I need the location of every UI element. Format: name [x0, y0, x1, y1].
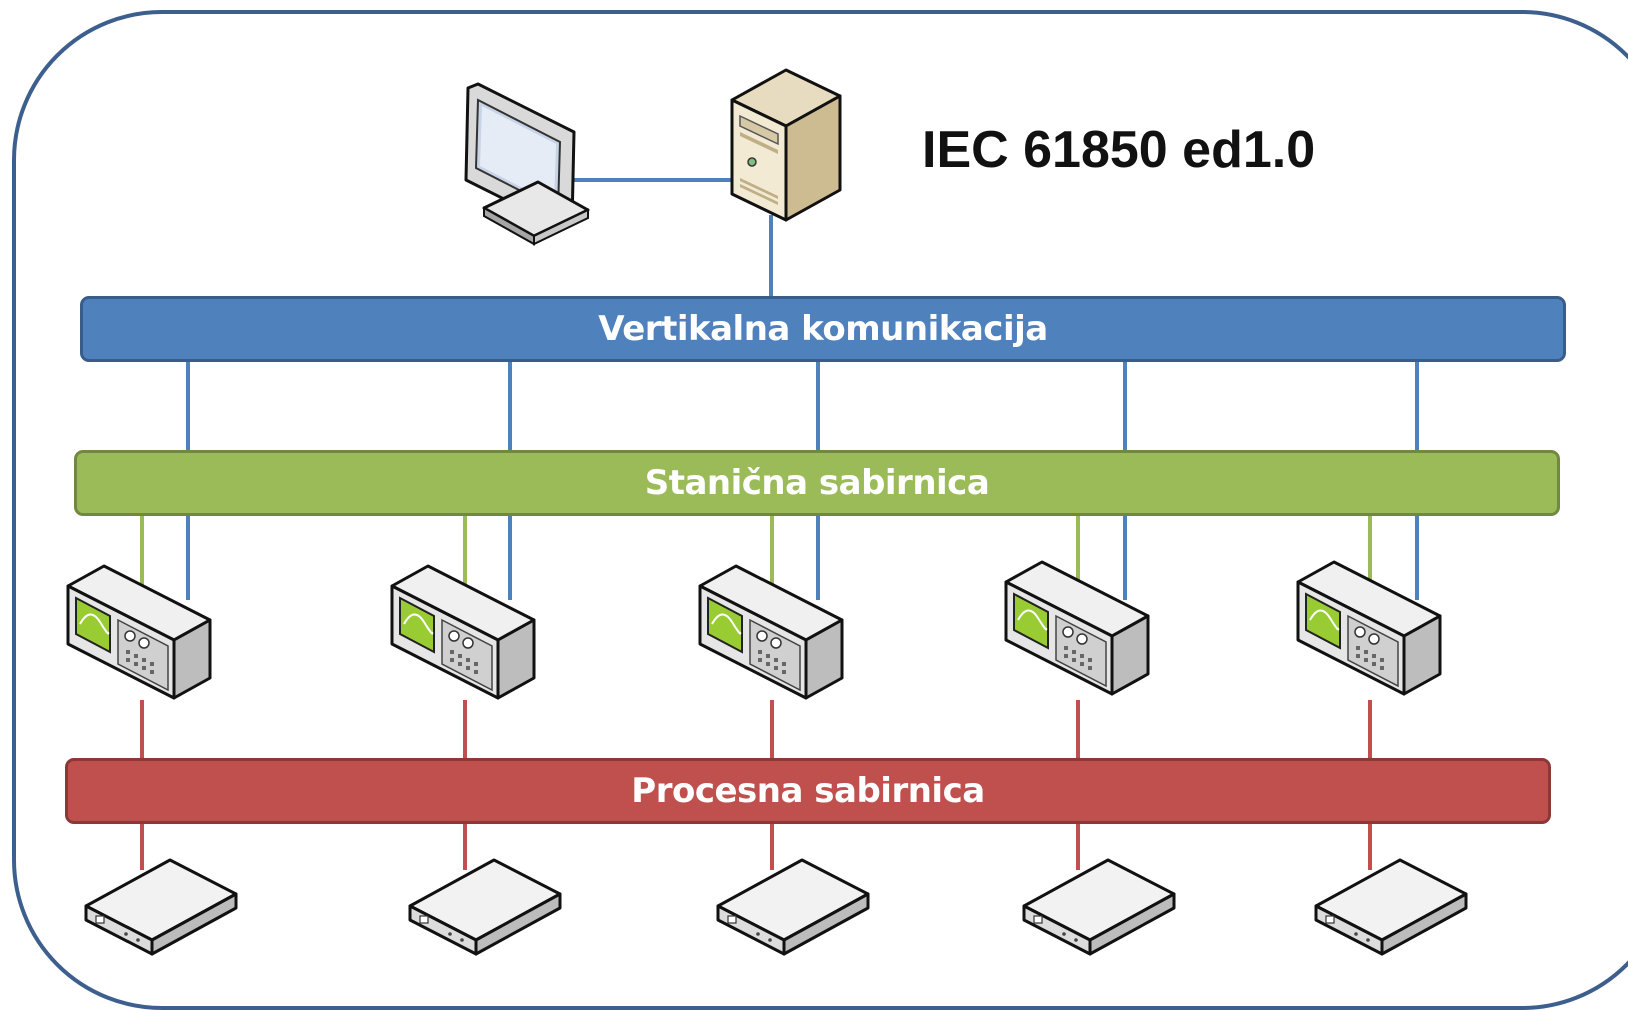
- station-bus-label: Stanična sabirnica: [644, 463, 990, 503]
- ied-device-icon: [66, 564, 212, 700]
- merging-unit-icon: [84, 858, 238, 956]
- ied-device-icon: [1296, 560, 1442, 696]
- server-icon: [730, 68, 842, 222]
- ied-device-icon: [1004, 560, 1150, 696]
- vertical-bus-label: Vertikalna komunikacija: [598, 309, 1048, 349]
- monitor-icon: [464, 82, 590, 246]
- diagram-title: IEC 61850 ed1.0: [922, 121, 1316, 179]
- merging-unit-icon: [408, 858, 562, 956]
- merging-unit-icon: [1022, 858, 1176, 956]
- process-bus: Procesna sabirnica: [65, 758, 1551, 824]
- vertical-communication-bus: Vertikalna komunikacija: [80, 296, 1566, 362]
- merging-unit-icon: [1314, 858, 1468, 956]
- process-bus-label: Procesna sabirnica: [631, 771, 985, 811]
- station-bus: Stanična sabirnica: [74, 450, 1560, 516]
- ied-device-icon: [698, 564, 844, 700]
- ied-device-icon: [390, 564, 536, 700]
- merging-unit-icon: [716, 858, 870, 956]
